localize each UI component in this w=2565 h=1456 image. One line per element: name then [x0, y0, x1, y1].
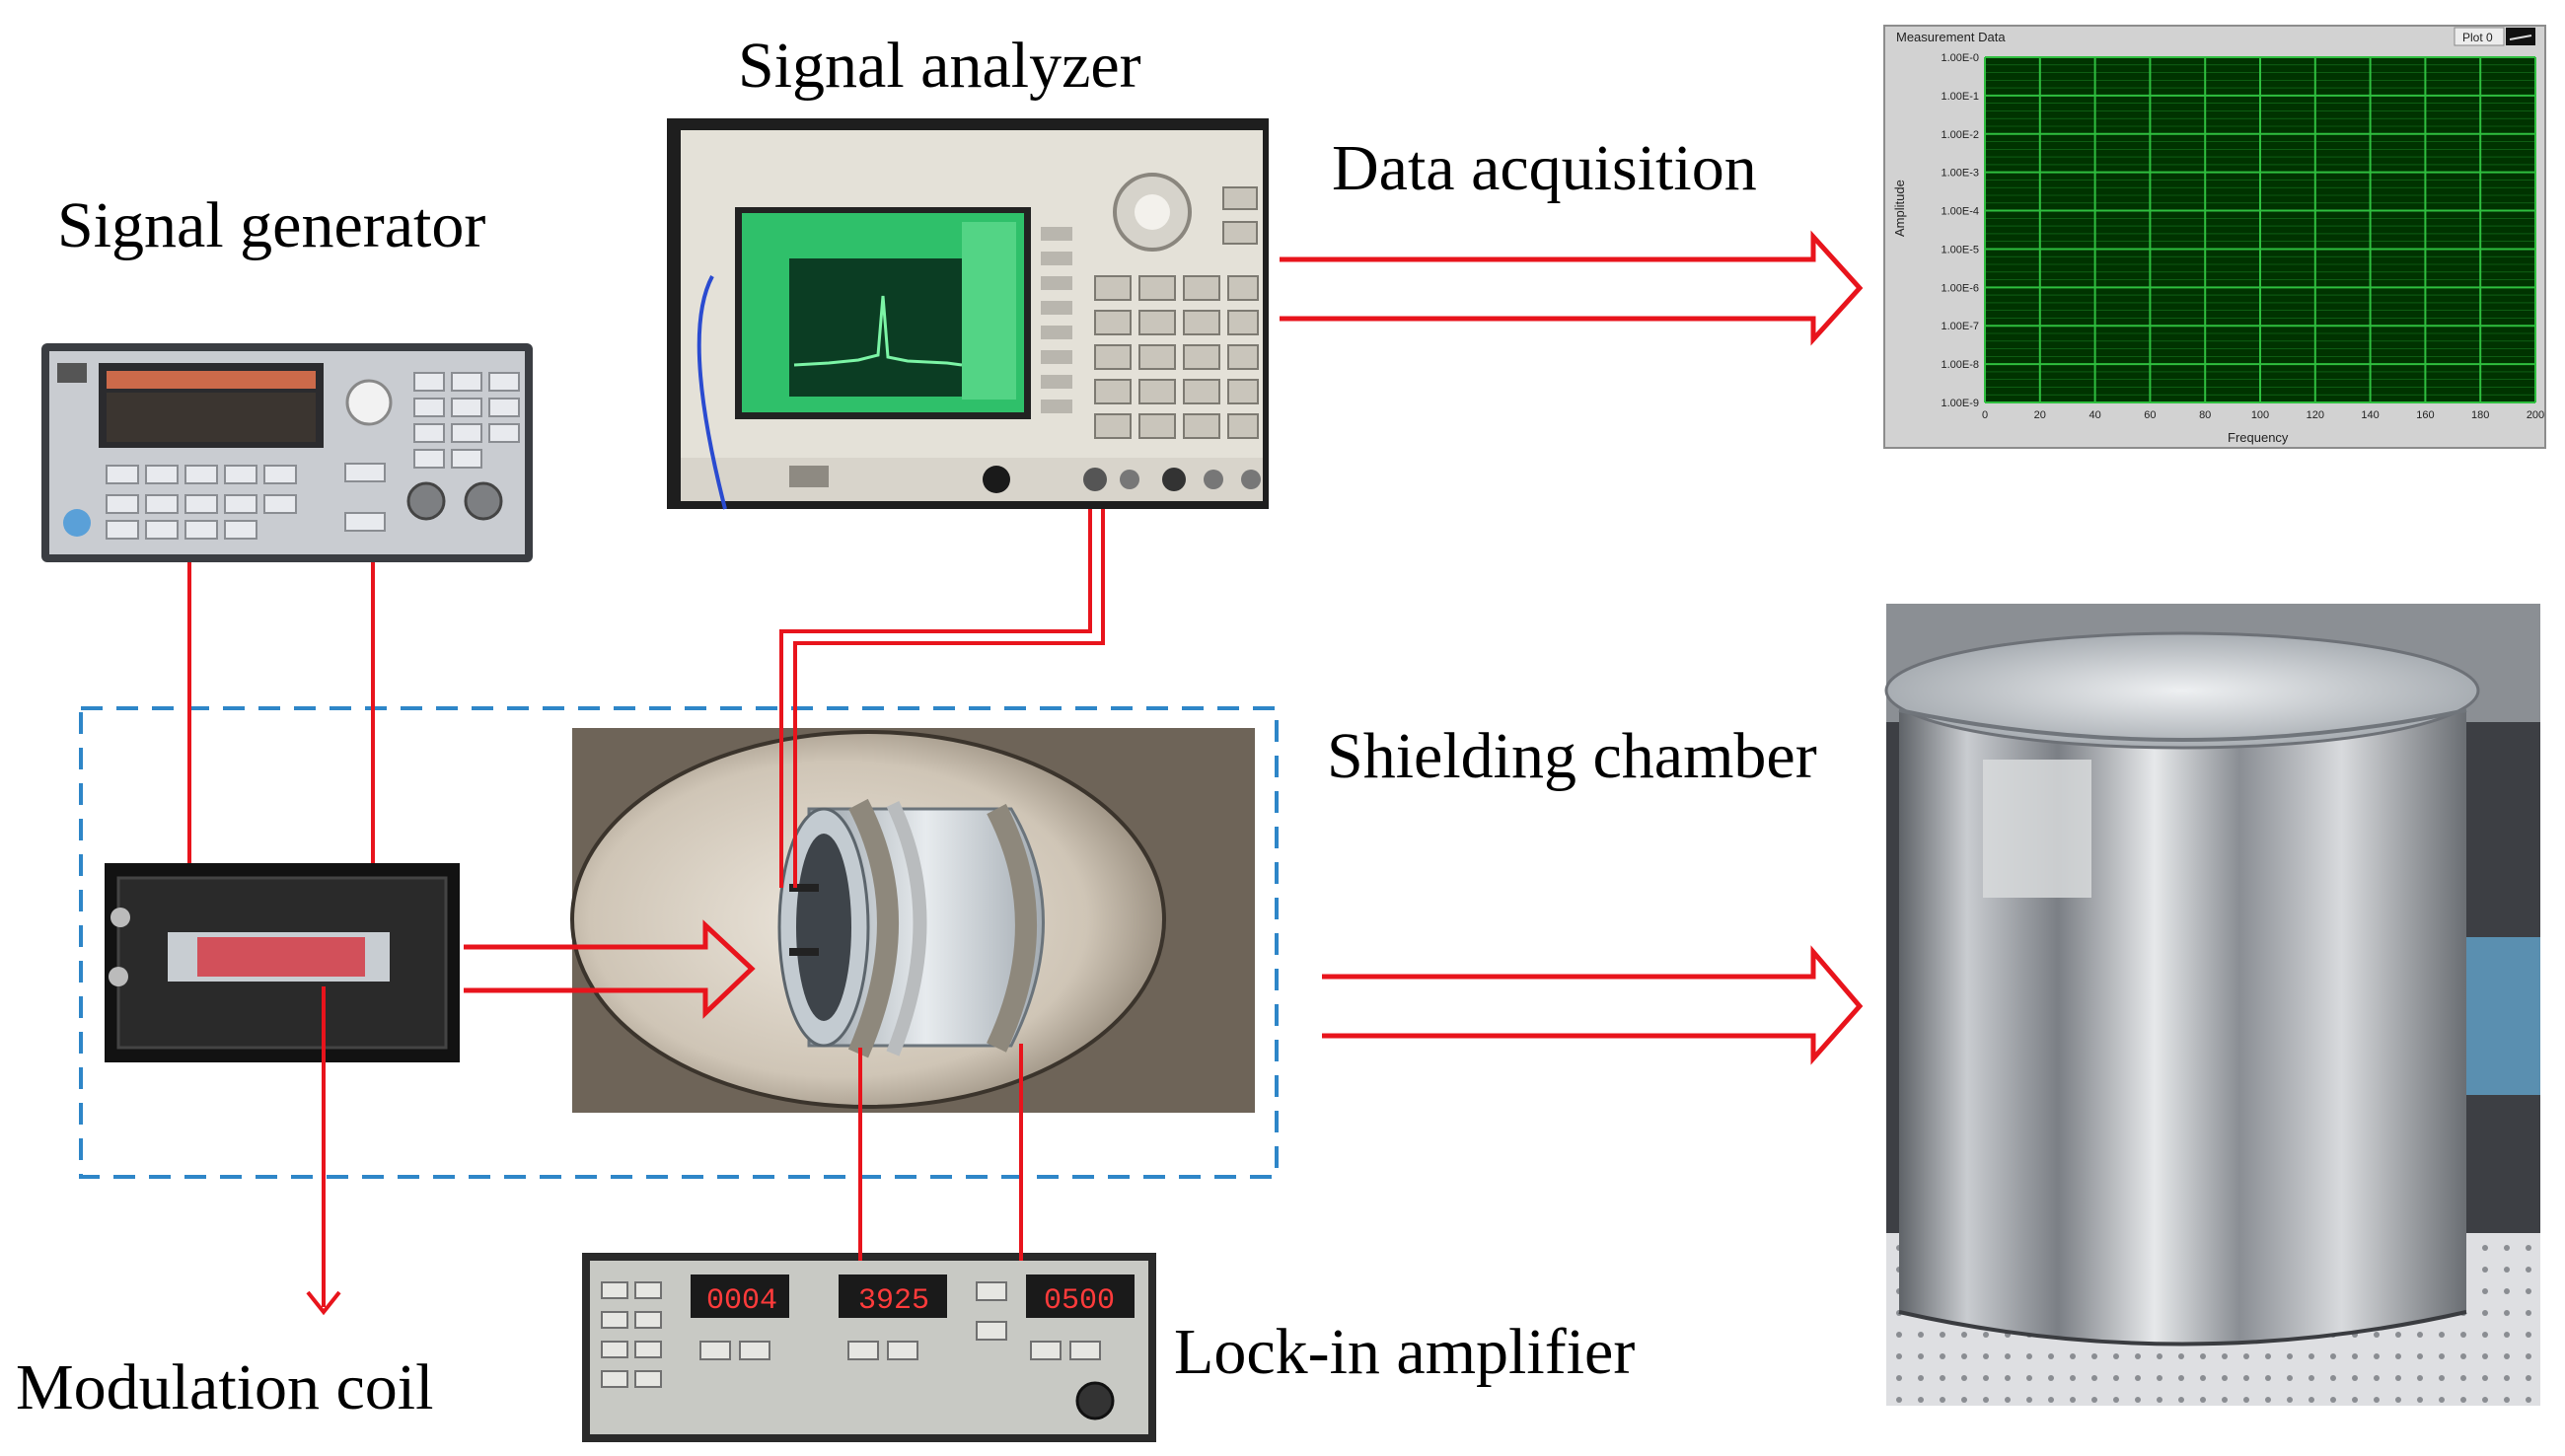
- signal-generator-label: Signal generator: [57, 189, 485, 261]
- x-tick-label: 160: [2416, 409, 2434, 421]
- x-tick-label: 200: [2527, 409, 2544, 421]
- connection-lines: [187, 509, 1105, 1307]
- x-tick-label: 100: [2251, 409, 2269, 421]
- lock-in-display-2: 3925: [858, 1284, 929, 1318]
- experiment-setup-dashed-box: [79, 706, 1279, 1179]
- y-tick-label: 1.00E-3: [1941, 168, 1979, 180]
- modulation-coil-down-arrow: [306, 1290, 341, 1316]
- y-tick-label: 1.00E-6: [1941, 282, 1979, 294]
- y-tick-label: 1.00E-1: [1941, 91, 1979, 103]
- lock-in-amplifier-label: Lock-in amplifier: [1174, 1316, 1635, 1388]
- plot-area: 1.00E-0 1.00E-1 1.00E-2 1.00E-3 1.00E-4 1.00E…: [1941, 52, 2544, 421]
- x-tick-label: 40: [2089, 409, 2100, 421]
- x-tick-label: 0: [1982, 409, 1988, 421]
- y-tick-label: 1.00E-4: [1941, 206, 1979, 218]
- y-tick-label: 1.00E-5: [1941, 244, 1979, 255]
- plot-legend-label: Plot 0: [2462, 31, 2493, 44]
- y-axis-label: Amplitude: [1892, 180, 1907, 237]
- y-tick-label: 1.00E-8: [1941, 359, 1979, 371]
- modulation-coil-label: Modulation coil: [16, 1351, 433, 1423]
- x-tick-label: 140: [2361, 409, 2379, 421]
- y-tick-label: 1.00E-9: [1941, 398, 1979, 409]
- y-tick-label: 1.00E-2: [1941, 129, 1979, 141]
- x-tick-label: 60: [2144, 409, 2156, 421]
- lock-in-display-1: 0004: [706, 1284, 777, 1318]
- measurement-data-window: Measurement Data Plot 0 Amplitude Freque…: [1883, 25, 2546, 449]
- sensor-cylinder-photo: [570, 728, 1255, 1113]
- arrow-to-data-acquisition: [1280, 230, 1864, 346]
- signal-generator-photo: [41, 343, 533, 562]
- shielding-chamber-label: Shielding chamber: [1327, 720, 1817, 792]
- arrow-to-shielding-chamber: [1322, 945, 1864, 1065]
- x-axis-label: Frequency: [2228, 430, 2289, 445]
- y-tick-label: 1.00E-0: [1941, 52, 1979, 64]
- modulation-coil-box-photo: [105, 863, 460, 1062]
- x-tick-label: 180: [2471, 409, 2489, 421]
- measurement-window-title: Measurement Data: [1896, 30, 2006, 44]
- shielding-chamber-photo: [1884, 604, 2540, 1406]
- data-acquisition-label: Data acquisition: [1332, 132, 1757, 204]
- arrow-box-to-sensor: [464, 919, 756, 1019]
- x-tick-label: 80: [2199, 409, 2211, 421]
- x-tick-label: 20: [2034, 409, 2046, 421]
- lock-in-amplifier-photo: 0004 3925 0500: [582, 1253, 1156, 1442]
- signal-analyzer-label: Signal analyzer: [738, 30, 1141, 102]
- y-tick-label: 1.00E-7: [1941, 321, 1979, 332]
- x-tick-label: 120: [2307, 409, 2324, 421]
- lock-in-display-3: 0500: [1044, 1284, 1115, 1318]
- signal-analyzer-photo: [667, 118, 1269, 510]
